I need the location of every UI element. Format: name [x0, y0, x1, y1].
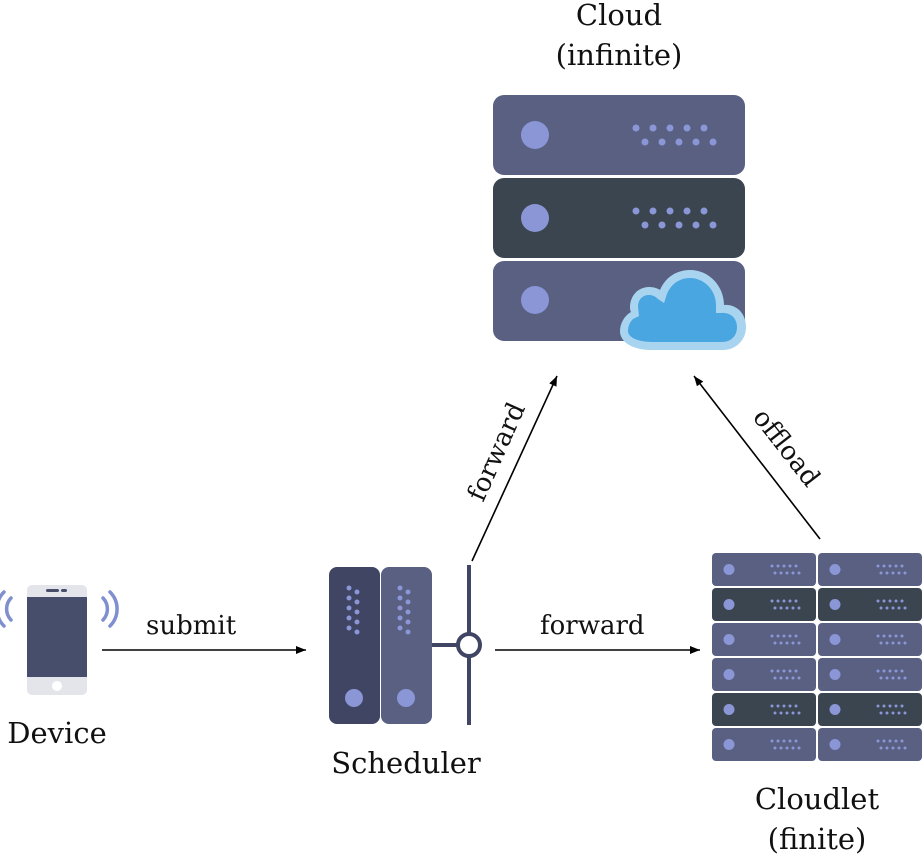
server-unit-top	[493, 95, 745, 175]
scheduler-icon	[329, 565, 482, 725]
cloudlet-server-unit	[818, 693, 922, 726]
cloud-icon	[620, 270, 746, 350]
server-unit-middle	[493, 178, 745, 258]
cloudlet-rack-icon	[712, 553, 922, 761]
forward-cloudlet-edge-label: forward	[540, 611, 645, 641]
cloudlet-server-unit	[712, 693, 816, 726]
cloudlet-server-unit	[712, 658, 816, 691]
cloudlet-subtitle: (finite)	[767, 822, 867, 856]
cloudlet-server-unit	[818, 588, 922, 621]
smartphone-icon	[27, 585, 87, 695]
cloudlet-label: Cloudlet (finite)	[717, 779, 917, 859]
cloud-subtitle: (infinite)	[555, 38, 683, 72]
cloud-title: Cloud	[575, 0, 663, 32]
cloud-server-icon	[493, 95, 746, 350]
device-label: Device	[7, 716, 107, 750]
cloudlet-server-unit	[712, 623, 816, 656]
cloudlet-server-unit	[818, 553, 922, 586]
offload-arrow	[693, 375, 821, 540]
cloudlet-server-unit	[712, 553, 816, 586]
cloudlet-server-unit	[818, 728, 922, 761]
cloudlet-server-unit	[818, 658, 922, 691]
signal-waves-icon	[0, 590, 119, 628]
cloudlet-server-unit	[712, 728, 816, 761]
submit-edge-label: submit	[146, 611, 237, 641]
cloud-label: Cloud (infinite)	[519, 0, 719, 75]
scheduler-label: Scheduler	[331, 746, 481, 780]
cloudlet-server-unit	[818, 623, 922, 656]
cloudlet-server-unit	[712, 588, 816, 621]
cloudlet-title: Cloudlet	[754, 782, 880, 816]
forward-to-cloud-arrow	[471, 375, 558, 562]
